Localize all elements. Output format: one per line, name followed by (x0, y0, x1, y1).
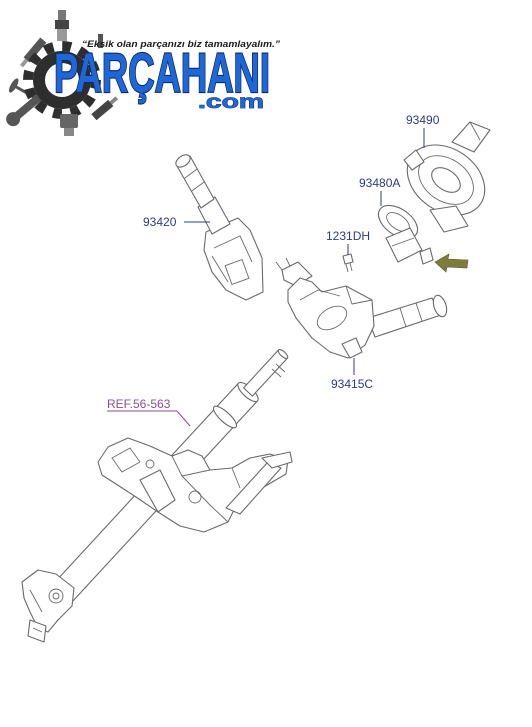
screw-shank (349, 262, 353, 272)
spark-plug-thread (57, 29, 67, 41)
steering-column-diagram: 93490 93480A 93420 1231DH 93415C REF.56-… (21, 113, 491, 643)
bracket-edge (231, 467, 241, 489)
shaft-ring (275, 363, 286, 373)
spark-plug-tip (109, 96, 119, 105)
logo: “Eksik olan parçanızı biz tamamlayalım.”… (6, 10, 280, 136)
connector-wire (275, 261, 283, 271)
logo-domain: .com (198, 92, 264, 113)
gear-hole (45, 63, 79, 97)
bracket-tab (419, 247, 434, 265)
stalk-ring (191, 181, 205, 192)
screw-head (342, 253, 354, 265)
wiper-stalk-knob (432, 294, 448, 318)
clock-spring-tab (429, 205, 469, 233)
part-label-93480a[interactable]: 93480A (359, 176, 400, 190)
bracket-block-edge (391, 237, 415, 247)
light-switch-knob (175, 154, 191, 168)
spark-plug-icon (55, 10, 69, 41)
multifunction-switch-assembly (275, 257, 448, 359)
switch-body-edge (211, 255, 229, 283)
spark-plug-icon (98, 34, 103, 48)
shaft-end (277, 348, 289, 360)
shaft-yoke (27, 619, 47, 643)
spark-plug-body (23, 37, 47, 63)
leader-line-reference (176, 410, 191, 427)
multifunction-switch-body (287, 277, 375, 359)
piston-rod (64, 128, 74, 136)
shaft-ring (271, 368, 282, 378)
switch-tab (341, 337, 363, 359)
arrow-left-icon (434, 253, 469, 273)
part-label-93420[interactable]: 93420 (143, 215, 177, 229)
bracket-hole (48, 588, 64, 604)
gear-teeth (23, 41, 101, 119)
mounting-screw (342, 253, 354, 273)
part-labels: 93490 93480A 93420 1231DH 93415C REF.56-… (107, 113, 440, 411)
bracket-hole-inner (52, 592, 60, 600)
bracket-bolt-hole (145, 459, 155, 469)
spark-plug-body (98, 34, 103, 48)
piston-head (60, 114, 78, 128)
stalk-ring (415, 302, 423, 322)
stalk-ring (183, 168, 198, 179)
switch-body-edge (345, 285, 373, 305)
switch-bracket (377, 204, 434, 265)
shaft-body (243, 349, 288, 397)
valve-head (8, 78, 19, 93)
logo-tagline: “Eksik olan parçanızı biz tamamlayalım.” (82, 39, 280, 50)
leader-lines (107, 128, 425, 427)
switch-connector (224, 259, 250, 285)
switch-column-hole (316, 305, 348, 331)
part-label-93490[interactable]: 93490 (406, 113, 440, 127)
steering-shaft (243, 348, 289, 397)
bracket-fold (181, 475, 229, 523)
bracket-side-plate (139, 469, 176, 513)
bracket-block (385, 227, 423, 263)
wrench-head (6, 112, 21, 127)
light-switch-assembly (175, 154, 264, 301)
gear-icon (23, 41, 101, 119)
bracket-bolt-hole (188, 490, 202, 504)
lower-bracket-plate (21, 569, 75, 633)
clock-spring-tab (403, 149, 425, 171)
spark-plug-body (91, 99, 114, 121)
logo-name: PARÇAHANI (54, 41, 270, 104)
stalk-ring (399, 307, 407, 328)
spark-plug-icon (91, 96, 119, 121)
connector-wire (285, 257, 291, 267)
part-label-93415c[interactable]: 93415C (331, 377, 373, 391)
spark-plug-body (55, 20, 69, 29)
yoke-detail (32, 627, 43, 633)
spark-plug-icon (19, 37, 47, 68)
switch-body-edge (213, 235, 253, 263)
connector-edge (469, 121, 481, 141)
bracket-edge (29, 589, 43, 613)
tilt-lever-arm (225, 461, 282, 515)
reference-link[interactable]: REF.56-563 (107, 397, 171, 411)
light-switch-body (203, 217, 264, 301)
bracket-slot (111, 447, 141, 473)
clock-spring (403, 121, 491, 233)
switch-body-edge (299, 289, 341, 301)
screw-shank (345, 263, 349, 273)
part-label-1231dh[interactable]: 1231DH (326, 229, 370, 243)
spark-plug-tip (19, 58, 29, 68)
column-collar (212, 405, 238, 429)
tilt-lever (225, 451, 293, 515)
clock-spring-connector (451, 121, 491, 153)
spark-plug-tip (58, 10, 66, 20)
tilt-lever-handle (261, 451, 293, 469)
lower-shaft-bracket (21, 569, 75, 643)
piston-icon (60, 114, 78, 136)
wiper-switch-stalk (367, 297, 442, 338)
clock-spring-hub (431, 167, 461, 193)
